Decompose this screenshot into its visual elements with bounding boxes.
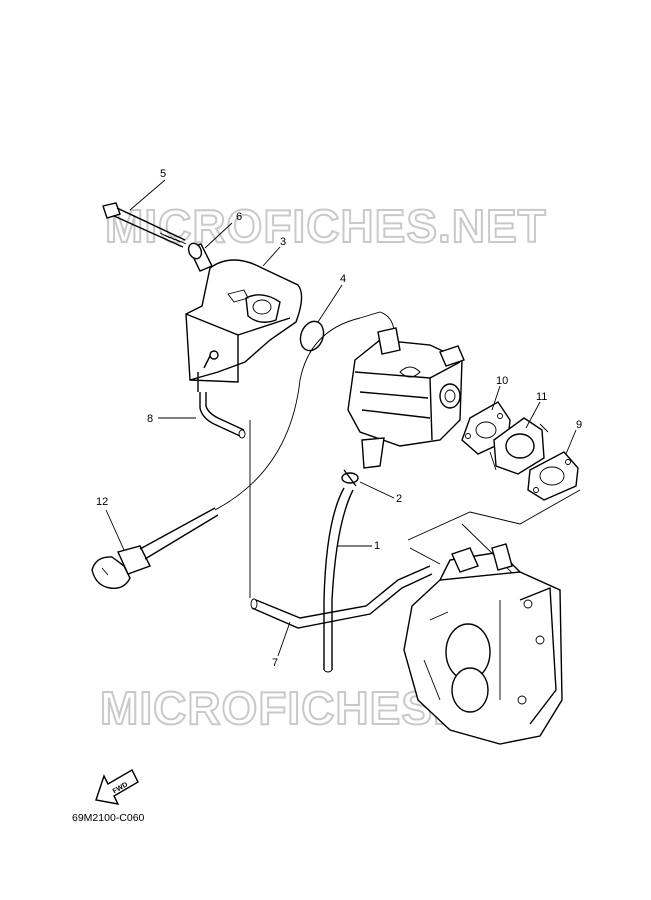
callout-3: 3 (280, 236, 286, 248)
callout-11: 11 (536, 391, 547, 403)
part-1-fuel-hose (323, 487, 372, 673)
part-2-clip (341, 469, 395, 499)
part-5-bolt (102, 179, 187, 248)
callout-10: 10 (496, 375, 508, 387)
callout-6: 6 (236, 211, 242, 223)
part-8-hose (158, 392, 246, 439)
choke-wire (214, 311, 395, 511)
callout-9: 9 (576, 419, 582, 431)
callout-7: 7 (272, 657, 278, 669)
part-9-gasket (527, 429, 579, 501)
part-3-silencer (185, 246, 303, 392)
part-7-hose (249, 420, 433, 657)
watermark-top: MICROFICHES.NET (105, 200, 547, 252)
callout-5: 5 (160, 168, 166, 180)
callout-2: 2 (396, 493, 402, 505)
carburetor (347, 327, 465, 469)
diagram-code: 69M2100-C060 (72, 812, 145, 824)
engine-block (403, 543, 563, 745)
part-4-oring (299, 284, 343, 352)
part-11-insulator (489, 401, 549, 475)
callout-4: 4 (340, 273, 346, 285)
part-12-choke (91, 507, 219, 589)
callout-8: 8 (147, 413, 153, 425)
callout-12: 12 (96, 496, 108, 508)
part-6-collar (187, 222, 233, 272)
callout-1: 1 (374, 540, 380, 552)
fwd-arrow-icon: FWD (95, 769, 139, 805)
